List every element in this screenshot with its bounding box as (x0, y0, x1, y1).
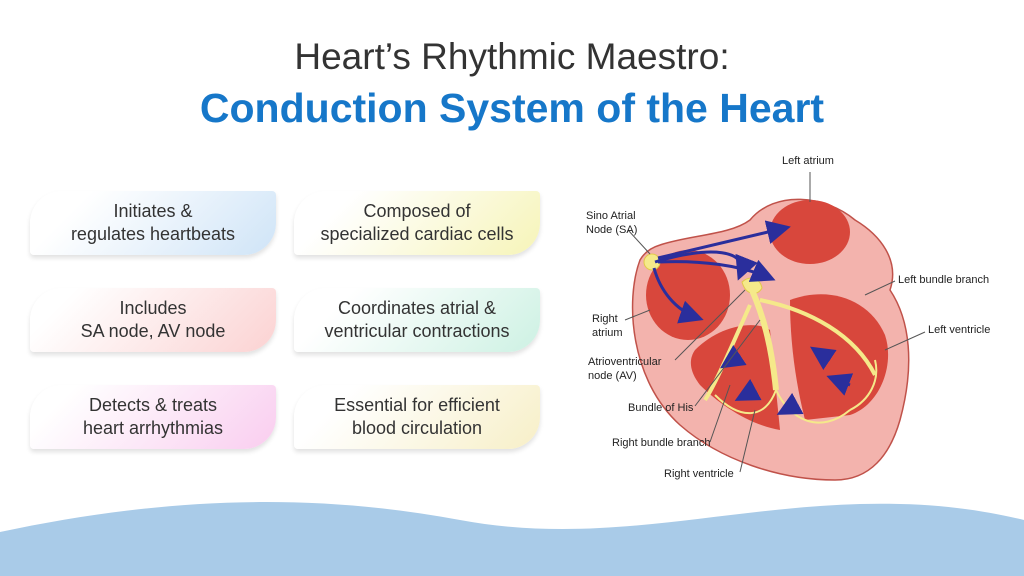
label-sa-node-1: Sino Atrial (586, 210, 636, 222)
left-atrium-chamber (770, 200, 850, 264)
left-ventricle-chamber (790, 294, 889, 420)
label-right-atrium-1: Right (592, 313, 618, 325)
heart-conduction-diagram: Left atrium Sino Atrial Node (SA) Left b… (586, 155, 990, 481)
card-line: Detects & treats (88, 395, 218, 415)
label-left-atrium: Left atrium (782, 155, 834, 167)
bundle-of-his (749, 288, 779, 391)
label-av-node-1: Atrioventricular (588, 356, 662, 368)
card-line: Essential for efficient (334, 395, 500, 415)
label-right-atrium-2: atrium (592, 327, 623, 339)
card-line: Coordinates atrial & (337, 298, 497, 318)
card-line: specialized cardiac cells (320, 224, 514, 244)
left-bundle-branch-path (759, 298, 877, 376)
card-line: Initiates & (113, 201, 193, 221)
card-line: heart arrhythmias (82, 418, 224, 438)
card-line: blood circulation (351, 418, 483, 438)
signal-arrow (652, 267, 704, 324)
fact-card-initiates: Initiates & regulates heartbeats (30, 191, 276, 255)
fact-card-detects: Detects & treats heart arrhythmias (30, 385, 276, 449)
fact-card-includes: Includes SA node, AV node (30, 288, 276, 352)
signal-arrow (826, 373, 854, 396)
signal-arrow (657, 259, 776, 282)
decorative-wave (0, 502, 1024, 576)
label-sa-node-2: Node (SA) (586, 224, 637, 236)
card-line: SA node, AV node (80, 321, 226, 341)
label-bundle-of-his: Bundle of His (628, 402, 694, 414)
signal-arrow (657, 220, 791, 260)
label-left-bundle-branch: Left bundle branch (898, 274, 989, 286)
label-right-bundle-branch: Right bundle branch (612, 437, 710, 449)
right-ventricle-chamber (690, 325, 780, 430)
fact-card-essential: Essential for efficient blood circulation (294, 385, 540, 449)
label-right-ventricle: Right ventricle (664, 468, 734, 480)
right-atrium-chamber (646, 250, 730, 340)
signal-arrow (654, 250, 758, 281)
card-line: Composed of (363, 201, 471, 221)
leader-lines (624, 172, 926, 473)
signal-arrow (734, 378, 762, 401)
slide-subtitle: Heart’s Rhythmic Maestro: (294, 36, 730, 77)
fact-card-coordinates: Coordinates atrial & ventricular contract… (294, 288, 540, 352)
label-left-ventricle: Left ventricle (928, 324, 990, 336)
fact-card-composed: Composed of specialized cardiac cells (294, 191, 540, 255)
signal-arrow (776, 392, 804, 415)
card-line: ventricular contractions (324, 321, 510, 341)
slide-title: Conduction System of the Heart (199, 85, 825, 131)
signal-arrow (810, 346, 837, 370)
card-line: regulates heartbeats (70, 224, 236, 244)
card-line: Includes (119, 298, 187, 318)
label-av-node-2: node (AV) (588, 370, 637, 382)
